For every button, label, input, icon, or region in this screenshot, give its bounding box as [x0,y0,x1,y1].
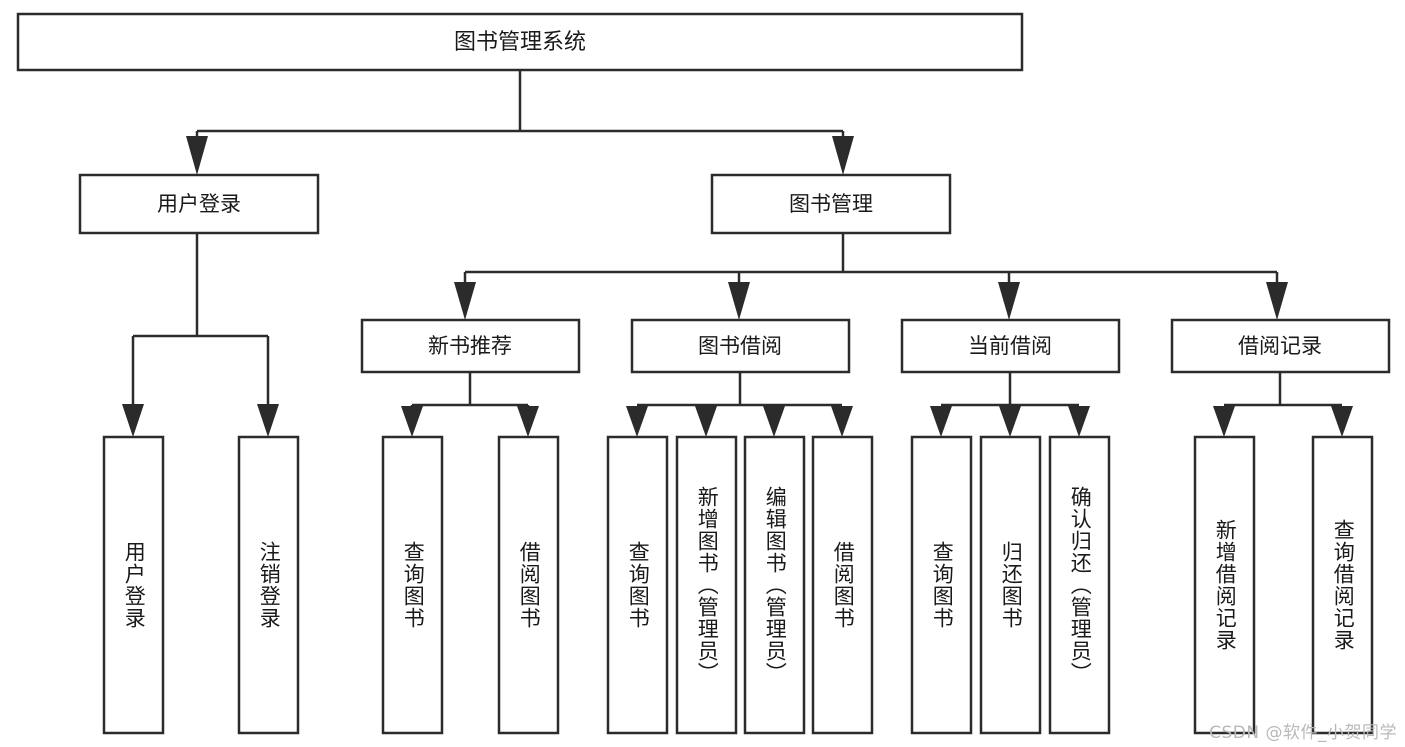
leaf-query-book-2-box[interactable] [606,435,669,735]
node-borrow-record[interactable]: 借阅记录 [1170,318,1391,374]
arrow-leaf-borrow-book-2 [831,406,853,437]
leaf-logout-box[interactable] [237,435,300,735]
arrow-leaf-confirm-return-admin [1068,406,1090,437]
arrow-to-current-borrow [998,282,1020,320]
node-book-management-box[interactable] [710,173,952,235]
leaf-edit-book-admin-box[interactable] [743,435,806,735]
arrow-leaf-add-book-admin [695,406,717,437]
arrow-to-book-borrow [728,282,750,320]
node-book-management[interactable]: 图书管理 [710,173,952,235]
arrow-leaf-edit-book-admin [763,406,785,437]
arrow-to-book-management [832,136,854,175]
arrow-leaf-borrow-book-1 [517,406,539,437]
leaf-query-book-3-box[interactable] [910,435,973,735]
arrow-to-borrow-record [1266,282,1288,320]
watermark-text: CSDN @软件_小贺同学 [1209,723,1397,743]
node-current-borrow-box[interactable] [900,318,1121,374]
leaf-return-book-box[interactable] [979,435,1042,735]
node-new-book-recommend-box[interactable] [360,318,581,374]
node-user-login[interactable]: 用户登录 [78,173,320,235]
leaf-query-borrow-record-box[interactable] [1311,435,1374,735]
node-new-book-recommend[interactable]: 新书推荐 [360,318,581,374]
node-book-borrow-label: 图书借阅 [698,334,782,358]
arrow-leaf-query-book-1 [401,406,423,437]
leaf-borrow-book-1-box[interactable] [497,435,560,735]
connector-group-borrow-record [1213,372,1353,437]
arrow-leaf-return-book [999,406,1021,437]
leaf-user-login-box[interactable] [102,435,165,735]
root-node-label: 图书管理系统 [454,30,586,55]
connector-group-user-login [122,233,279,437]
leaf-add-book-admin-box[interactable] [675,435,738,735]
connector-group-current-borrow [930,372,1090,437]
node-user-login-box[interactable] [78,173,320,235]
node-current-borrow[interactable]: 当前借阅 [900,318,1121,374]
arrow-leaf-query-book-3 [930,406,952,437]
leaf-query-book-1-box[interactable] [381,435,444,735]
arrow-leaf-user-login [122,404,144,437]
node-book-borrow-box[interactable] [630,318,851,374]
connector-group-new-book-recommend [401,372,539,437]
connector-group-book-borrow [626,372,853,437]
node-book-management-label: 图书管理 [789,192,873,216]
node-borrow-record-box[interactable] [1170,318,1391,374]
root-node-box[interactable] [16,12,1024,72]
root-node[interactable]: 图书管理系统 [16,12,1024,72]
leaf-borrow-book-2-box[interactable] [811,435,874,735]
node-new-book-recommend-label: 新书推荐 [428,334,512,358]
arrow-leaf-query-book-2 [626,406,648,437]
leaf-confirm-return-admin-box[interactable] [1048,435,1111,735]
arrow-to-user-login [186,136,208,175]
node-user-login-label: 用户登录 [157,192,241,216]
arrow-leaf-add-borrow-record [1213,406,1235,437]
connector-group-book-management [454,233,1288,320]
node-current-borrow-label: 当前借阅 [968,334,1052,358]
connector-group-root [186,70,854,175]
node-book-borrow[interactable]: 图书借阅 [630,318,851,374]
node-borrow-record-label: 借阅记录 [1238,334,1322,358]
arrow-leaf-query-borrow-record [1331,406,1353,437]
arrow-leaf-logout [257,404,279,437]
arrow-to-new-book-recommend [454,282,476,320]
leaf-add-borrow-record-box[interactable] [1193,435,1256,735]
